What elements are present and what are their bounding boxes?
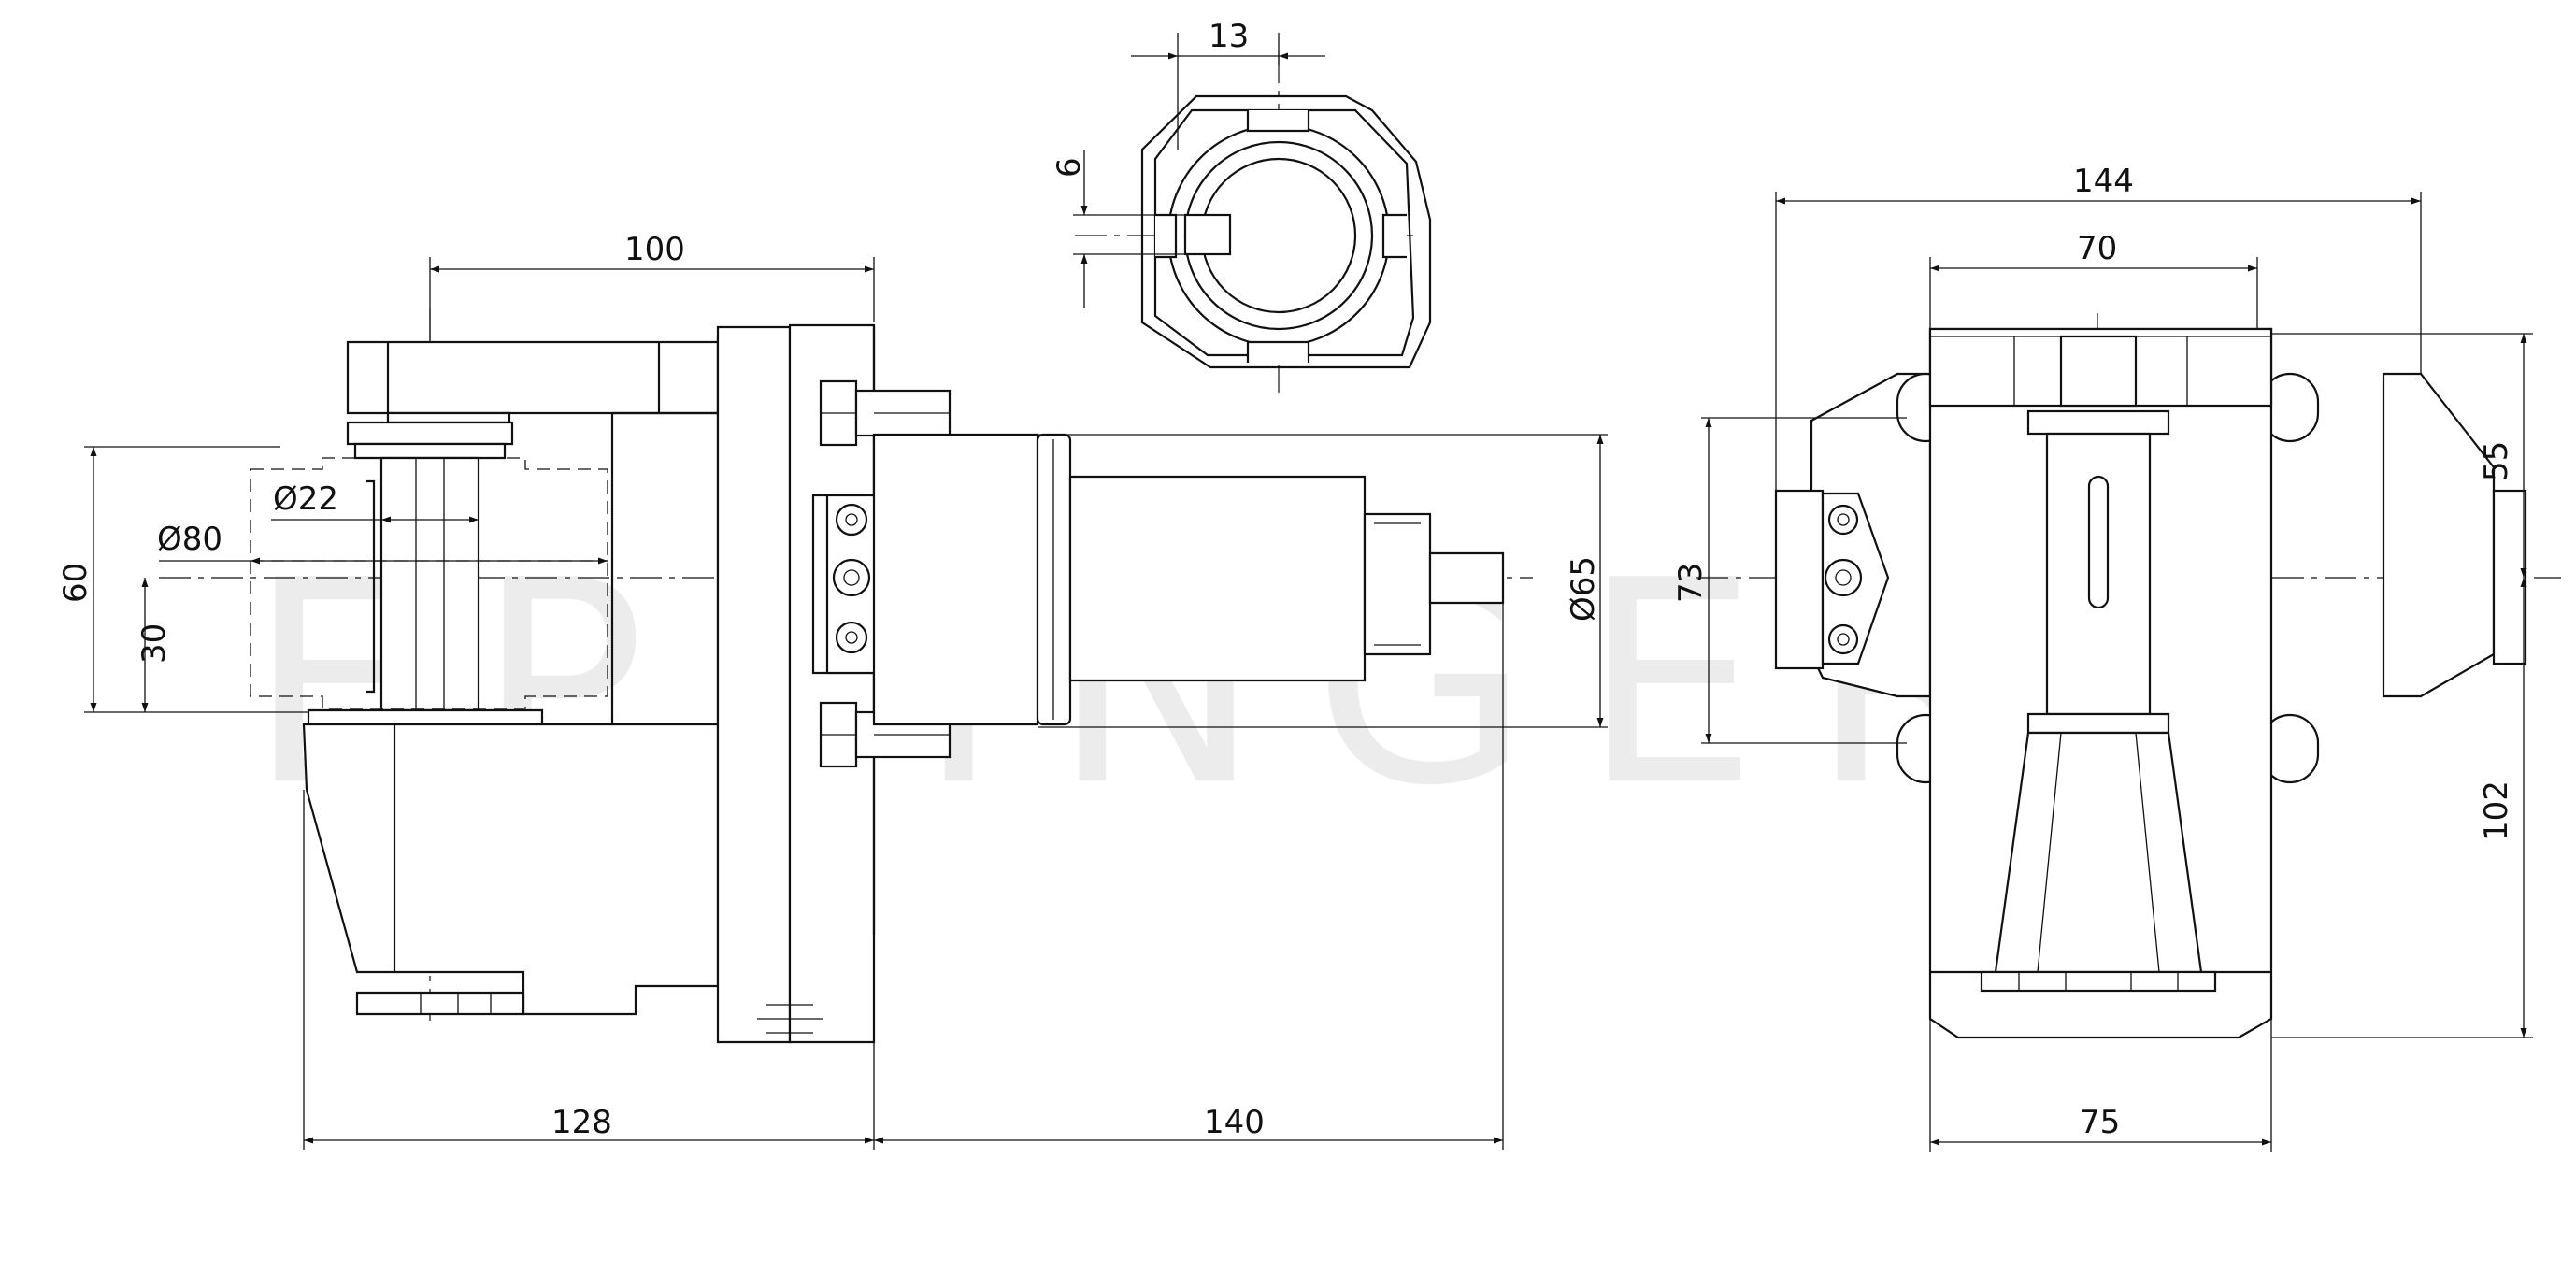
svg-text:Ø80: Ø80	[157, 521, 222, 558]
dimension-6: 6	[1051, 150, 1185, 308]
svg-text:102: 102	[2478, 780, 2515, 841]
svg-text:140: 140	[1204, 1104, 1265, 1141]
side-view: 100 Ø22 Ø80 60 30 Ø65	[57, 231, 1608, 1150]
dimension-100: 100	[429, 231, 875, 341]
svg-text:30: 30	[136, 623, 173, 664]
svg-text:100: 100	[624, 231, 685, 268]
svg-text:60: 60	[57, 563, 94, 603]
svg-text:Ø22: Ø22	[273, 480, 338, 518]
dimension-70: 70	[1929, 230, 2258, 329]
svg-text:6: 6	[1051, 157, 1088, 178]
dimension-75: 75	[1929, 1019, 2272, 1152]
svg-text:Ø65: Ø65	[1565, 556, 1602, 622]
dimension-60: 60	[57, 446, 308, 713]
svg-text:144: 144	[2073, 163, 2134, 200]
svg-text:70: 70	[2077, 230, 2117, 267]
dimension-102: 102	[2271, 578, 2533, 1038]
svg-text:73: 73	[1672, 563, 1710, 603]
dimension-128-140: 128 140	[303, 603, 1504, 1150]
dimension-144: 144	[1775, 163, 2422, 491]
dimension-65: Ø65	[1038, 434, 1608, 728]
svg-text:75: 75	[2080, 1104, 2120, 1141]
svg-text:55: 55	[2478, 441, 2515, 481]
dimension-80: Ø80	[157, 521, 608, 565]
dimension-55: 55	[2271, 333, 2533, 578]
front-view: 144 70 55 73 102 75	[1672, 163, 2561, 1152]
dimension-13: 13	[1131, 18, 1325, 150]
svg-text:128: 128	[551, 1104, 612, 1141]
top-view: 13 6	[1051, 18, 1432, 393]
dimension-30: 30	[136, 578, 173, 712]
dimension-22: Ø22	[271, 480, 479, 523]
dimension-73: 73	[1672, 417, 1907, 744]
svg-text:13: 13	[1209, 18, 1249, 55]
